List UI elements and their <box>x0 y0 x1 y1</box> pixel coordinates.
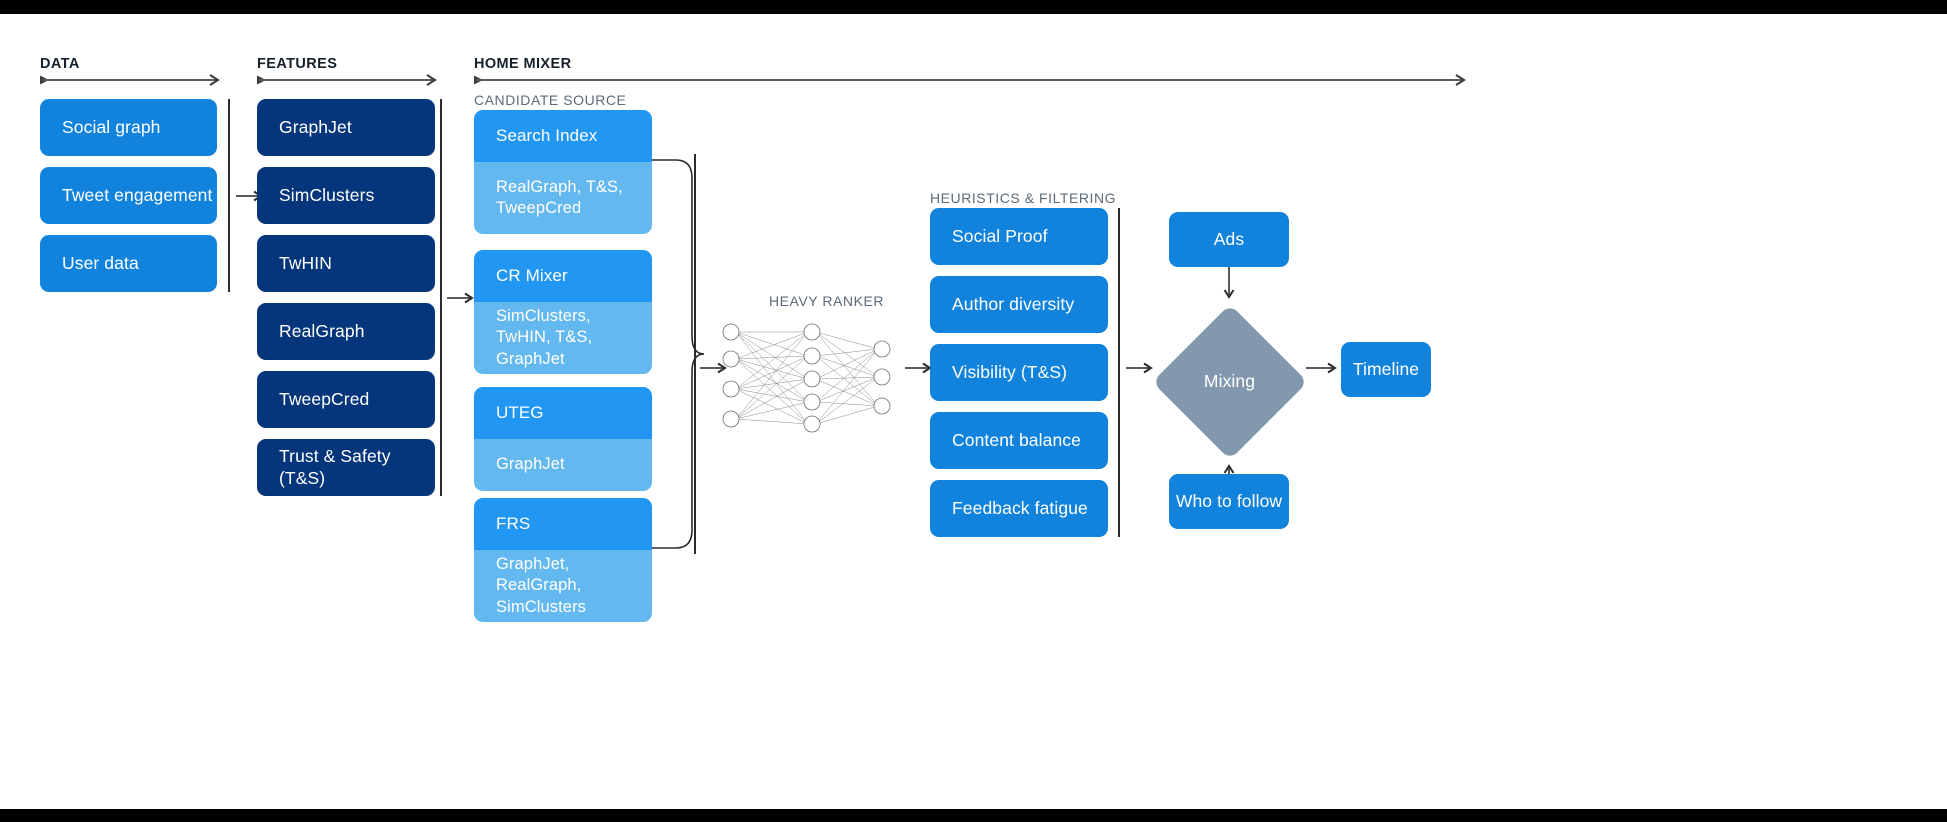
diagram-stage: DATA FEATURES HOME MIXER <box>0 14 1947 809</box>
card-title: CR Mixer <box>474 250 652 302</box>
data-item-label: Tweet engagement <box>62 184 213 205</box>
heuristic-item-label: Feedback fatigue <box>952 497 1088 518</box>
feature-item-label: GraphJet <box>279 116 352 137</box>
heuristic-item-label: Author diversity <box>952 293 1075 314</box>
card-title: Search Index <box>474 110 652 162</box>
data-item-label: User data <box>62 252 139 273</box>
card-features: RealGraph, T&S, TweepCred <box>474 162 652 234</box>
card-features: GraphJet, RealGraph, SimClusters <box>474 550 652 622</box>
section-title-home-mixer: HOME MIXER <box>474 56 572 72</box>
data-item-label: Social graph <box>62 116 161 137</box>
section-arrow-home-mixer <box>474 74 1469 86</box>
divider-data-features <box>228 99 230 292</box>
card-title: UTEG <box>474 387 652 439</box>
subhead-heavy-ranker: HEAVY RANKER <box>769 293 885 309</box>
heuristic-item-social-proof[interactable]: Social Proof <box>930 208 1108 265</box>
feature-item-label: SimClusters <box>279 184 375 205</box>
feature-item-label: Trust & Safety (T&S) <box>279 445 391 488</box>
feature-item-trust-safety[interactable]: Trust & Safety (T&S) <box>257 439 435 496</box>
output-box-label: Who to follow <box>1175 490 1283 511</box>
feature-item-twhin[interactable]: TwHIN <box>257 235 435 292</box>
section-arrow-data <box>40 74 222 86</box>
section-title-data: DATA <box>40 56 80 72</box>
candidate-source-card-frs[interactable]: FRS GraphJet, RealGraph, SimClusters <box>474 498 652 622</box>
divider-sources-ranker <box>694 154 696 554</box>
feature-item-tweepcred[interactable]: TweepCred <box>257 371 435 428</box>
heavy-ranker-neural-network <box>722 314 898 439</box>
candidate-source-card-search-index[interactable]: Search Index RealGraph, T&S, TweepCred <box>474 110 652 234</box>
card-title: FRS <box>474 498 652 550</box>
feature-item-label: TwHIN <box>279 252 332 273</box>
output-box-timeline[interactable]: Timeline <box>1341 342 1431 397</box>
output-box-who-to-follow[interactable]: Who to follow <box>1169 474 1289 529</box>
brace-candidate-sources-to-ranker <box>652 154 708 554</box>
heuristic-item-feedback-fatigue[interactable]: Feedback fatigue <box>930 480 1108 537</box>
card-features: GraphJet <box>474 439 652 491</box>
divider-heuristics-mixing <box>1118 208 1120 537</box>
section-arrow-features <box>257 74 439 86</box>
section-title-features: FEATURES <box>257 56 338 72</box>
heuristic-item-content-balance[interactable]: Content balance <box>930 412 1108 469</box>
arrow-ads-to-mixing <box>1221 267 1237 301</box>
heuristic-item-label: Social Proof <box>952 225 1048 246</box>
data-item-tweet-engagement[interactable]: Tweet engagement <box>40 167 217 224</box>
heuristic-item-visibility[interactable]: Visibility (T&S) <box>930 344 1108 401</box>
arrow-sources-to-heavy-ranker <box>700 361 730 375</box>
heuristic-item-label: Content balance <box>952 429 1081 450</box>
output-box-label: Ads <box>1213 228 1245 249</box>
data-item-user-data[interactable]: User data <box>40 235 217 292</box>
feature-item-label: RealGraph <box>279 320 365 341</box>
card-features: SimClusters, TwHIN, T&S, GraphJet <box>474 302 652 374</box>
output-box-ads[interactable]: Ads <box>1169 212 1289 267</box>
candidate-source-card-cr-mixer[interactable]: CR Mixer SimClusters, TwHIN, T&S, GraphJ… <box>474 250 652 374</box>
mixing-label: Mixing <box>1203 371 1256 391</box>
arrow-mixing-to-timeline <box>1306 361 1340 375</box>
arrow-features-to-home-mixer <box>447 291 477 305</box>
feature-item-realgraph[interactable]: RealGraph <box>257 303 435 360</box>
output-box-label: Timeline <box>1352 358 1420 379</box>
candidate-source-card-uteg[interactable]: UTEG GraphJet <box>474 387 652 491</box>
divider-features-home <box>440 99 442 496</box>
feature-item-simclusters[interactable]: SimClusters <box>257 167 435 224</box>
heuristic-item-label: Visibility (T&S) <box>952 361 1068 382</box>
heuristic-item-author-diversity[interactable]: Author diversity <box>930 276 1108 333</box>
feature-item-graphjet[interactable]: GraphJet <box>257 99 435 156</box>
feature-item-label: TweepCred <box>279 388 370 409</box>
data-item-social-graph[interactable]: Social graph <box>40 99 217 156</box>
mixing-node[interactable]: Mixing <box>1152 304 1308 460</box>
arrow-heuristics-to-mixing <box>1126 361 1156 375</box>
subhead-candidate-source: CANDIDATE SOURCE <box>474 92 627 108</box>
subhead-heuristics-filtering: HEURISTICS & FILTERING <box>930 190 1117 206</box>
